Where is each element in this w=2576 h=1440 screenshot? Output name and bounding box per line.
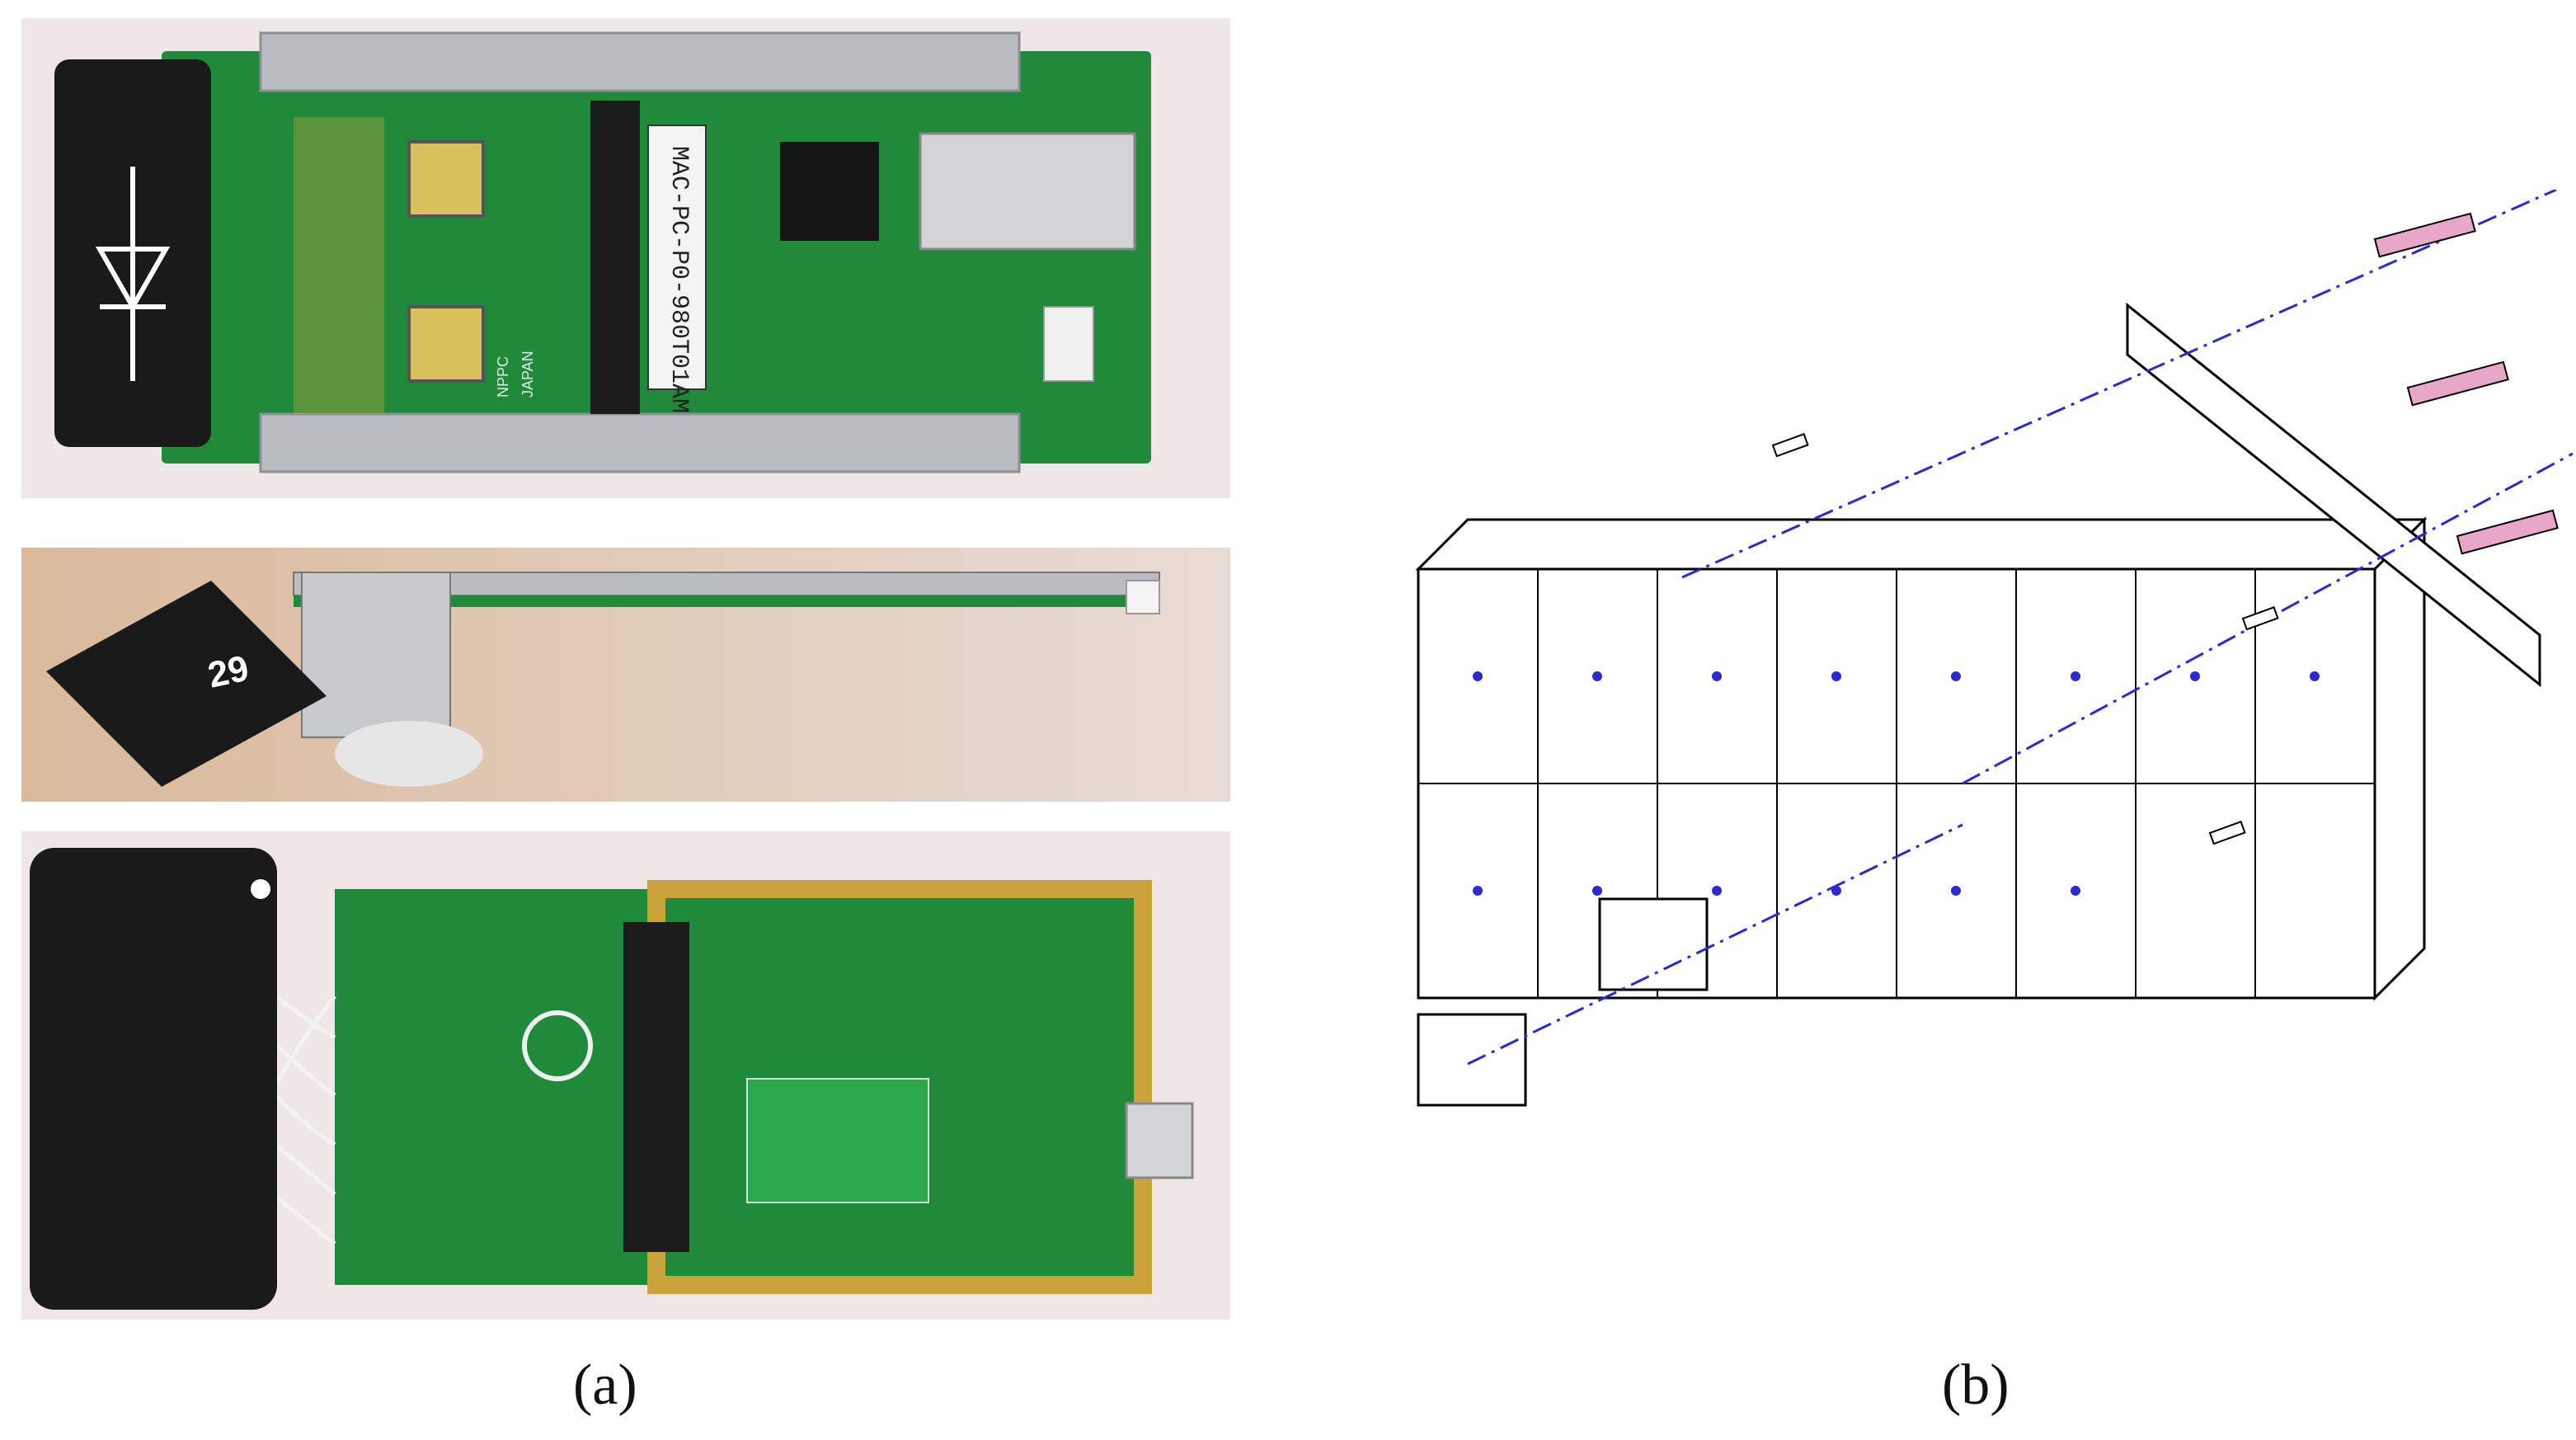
exploded-assembly-drawing [1385,190,2576,1113]
photo-board-bottom-view [21,831,1230,1320]
assembly-line-drawing [1415,190,2574,1107]
panel-a-label: (a) [573,1353,637,1417]
photo-board-side-view: 29 [21,548,1230,802]
board-part-number: MAC-PC-P0-980T01AM [665,146,693,413]
panel-b-label: (b) [1942,1353,2010,1417]
board-maker-text: NPPC [495,356,511,398]
board-side-illustration: 29 [21,548,1230,802]
board-bottom-illustration [21,831,1230,1320]
photo-board-top-view: MAC-PC-P0-980T01AM NPPC JAPAN [21,18,1230,498]
module-number-label: 29 [204,648,252,696]
board-country-text: JAPAN [519,351,536,398]
board-top-illustration: MAC-PC-P0-980T01AM NPPC JAPAN [21,18,1230,498]
diode-symbol-icon [95,167,171,381]
